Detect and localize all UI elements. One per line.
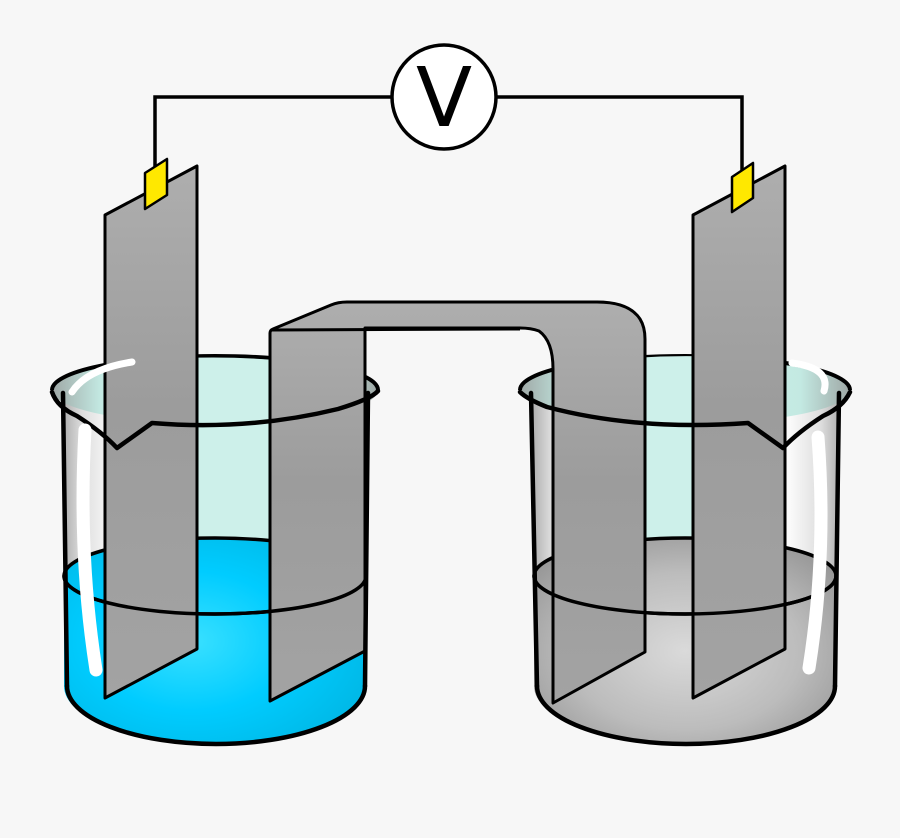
left-rim-highlight — [68, 358, 136, 396]
left-beaker-bottom-edge — [64, 683, 368, 747]
voltmeter-label: V — [416, 51, 472, 146]
right-glass-highlight — [802, 430, 828, 675]
right-wire — [496, 95, 744, 170]
right-beaker-front-rim-and-spout — [517, 389, 853, 451]
left-beaker-left-wall — [60, 390, 70, 689]
left-contact-clip — [143, 157, 169, 211]
right-contact-clip — [730, 161, 755, 214]
voltmeter-dial — [390, 43, 498, 151]
right-beaker-right-wall — [832, 390, 842, 689]
salt-bridge-front-edge — [271, 327, 521, 332]
right-beaker-rim-back-edge — [518, 354, 852, 391]
voltmeter: V — [390, 43, 498, 151]
right-beaker-bottom-edge — [534, 683, 838, 747]
glass-highlights — [68, 358, 829, 677]
left-beaker-front-rim-and-spout — [49, 388, 381, 451]
right-rim-highlight — [788, 359, 829, 395]
left-electrode-plate — [103, 164, 199, 700]
left-glass-highlight — [76, 423, 103, 677]
left-wire — [153, 95, 392, 172]
left-beaker-right-wall — [362, 390, 371, 689]
right-electrode-plate — [691, 164, 787, 700]
right-beaker-left-wall — [528, 390, 540, 689]
